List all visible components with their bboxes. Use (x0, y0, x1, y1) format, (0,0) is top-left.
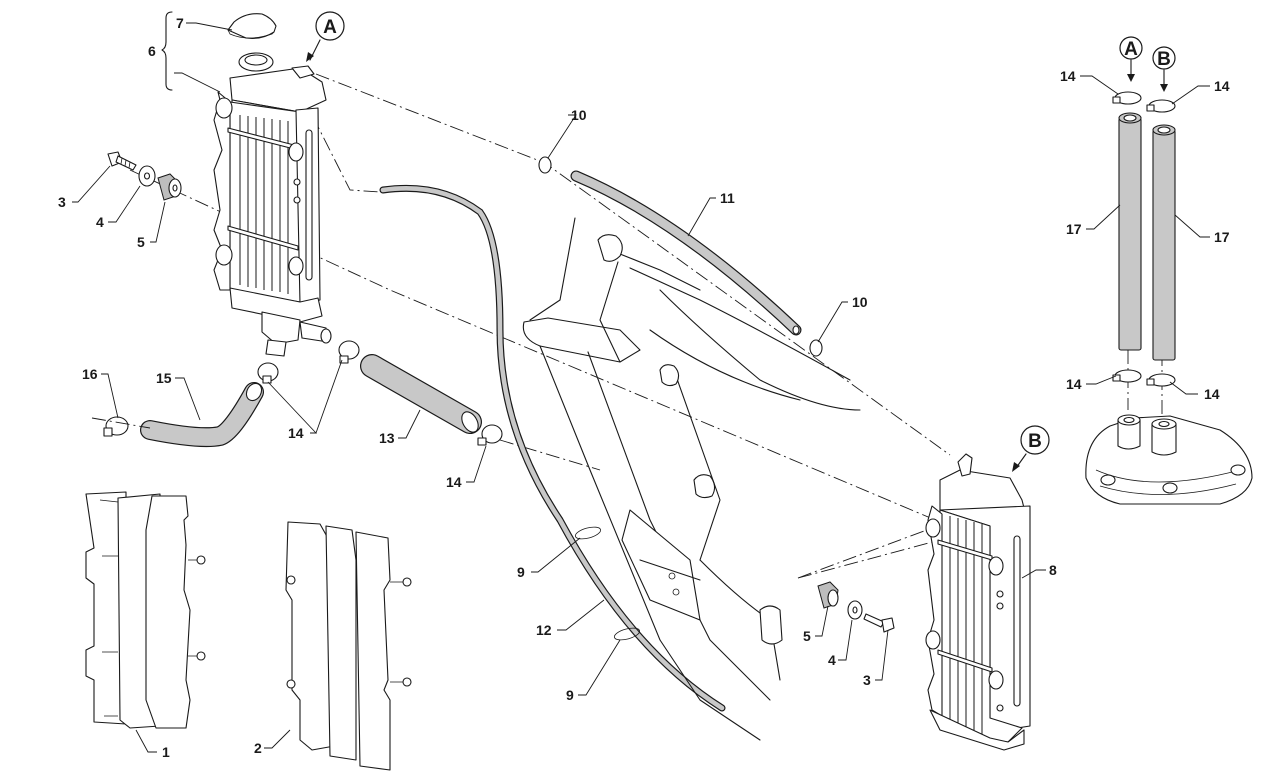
washer-right[interactable] (847, 600, 863, 620)
callout-14-pump-a-bottom: 14 (1066, 376, 1082, 392)
hose-clamp-lower[interactable] (809, 339, 823, 357)
bolt-left[interactable] (107, 151, 137, 171)
callout-17-b: 17 (1214, 229, 1230, 245)
motorcycle-frame (522, 217, 861, 741)
grommet-right[interactable] (817, 581, 839, 609)
callout-6: 6 (148, 43, 156, 59)
callout-14-pump-b-bottom: 14 (1204, 386, 1220, 402)
pump-hose-a[interactable] (1118, 112, 1142, 351)
washer-left[interactable] (138, 165, 156, 187)
callout-3-right: 3 (863, 672, 871, 688)
marker-a-left-radiator: A (306, 11, 345, 62)
hose-clamp-upper[interactable] (538, 156, 552, 174)
callout-5-right: 5 (803, 628, 811, 644)
callout-14-pump-a-top: 14 (1060, 68, 1076, 84)
hose-clamp-16[interactable] (103, 416, 129, 437)
water-pump-cover[interactable] (1085, 414, 1253, 505)
callout-4-left: 4 (96, 214, 104, 230)
marker-b-right-radiator: B (1012, 425, 1050, 472)
callout-11: 11 (720, 190, 735, 206)
overflow-hose[interactable] (379, 184, 726, 712)
upper-radiator-hose[interactable] (570, 170, 802, 336)
pump-hose-clamps[interactable] (1112, 91, 1176, 387)
callout-16: 16 (82, 366, 98, 382)
callout-10-upper: 10 (571, 107, 587, 123)
assembly-brace (161, 11, 173, 91)
left-radiator-fins (239, 115, 289, 294)
grommet-left[interactable] (157, 173, 182, 201)
radiator-guard-right[interactable] (285, 521, 412, 771)
radiator-guard-left[interactable] (85, 491, 206, 729)
hose-clamp-pair-a[interactable] (257, 362, 279, 384)
leader-lines (72, 22, 1210, 753)
callout-9-lower: 9 (566, 687, 574, 703)
callout-10-lower: 10 (852, 294, 868, 310)
radiator-cap[interactable] (227, 13, 277, 39)
marker-a-text: A (323, 17, 337, 38)
pump-hose-b[interactable] (1152, 124, 1176, 361)
callout-15: 15 (156, 370, 172, 386)
callout-14-pump-b-top: 14 (1214, 78, 1230, 94)
right-radiator[interactable] (925, 453, 1031, 751)
callout-1: 1 (162, 744, 170, 760)
bolt-right[interactable] (863, 613, 895, 633)
right-radiator-fins (949, 516, 983, 736)
hose-clip-upper[interactable] (574, 525, 602, 541)
marker-b-pump-text: B (1157, 49, 1171, 70)
hose-clamp-end[interactable] (477, 424, 503, 446)
marker-a-pump-text: A (1124, 39, 1138, 60)
elbow-hose[interactable] (140, 381, 265, 448)
straight-hose[interactable] (360, 354, 482, 435)
hose-clip-lower[interactable] (613, 626, 641, 642)
callout-8: 8 (1049, 562, 1057, 578)
marker-b-text: B (1028, 431, 1042, 452)
callout-4-right: 4 (828, 652, 836, 668)
callout-9-upper: 9 (517, 564, 525, 580)
callout-17-a: 17 (1066, 221, 1082, 237)
marker-b-pump: B (1152, 46, 1176, 92)
callout-labels: 7 6 3 4 5 10 11 10 16 15 14 13 14 9 12 9… (58, 15, 1230, 760)
callout-12: 12 (536, 622, 552, 638)
callout-2: 2 (254, 740, 262, 756)
callout-7: 7 (176, 15, 184, 31)
callout-3-left: 3 (58, 194, 66, 210)
hose-clamp-pair-b[interactable] (338, 340, 360, 364)
callout-14-end: 14 (446, 474, 462, 490)
callout-14-pair: 14 (288, 425, 304, 441)
left-radiator[interactable] (213, 52, 332, 357)
callout-5-left: 5 (137, 234, 145, 250)
marker-a-pump: A (1119, 36, 1143, 82)
callout-13: 13 (379, 430, 395, 446)
